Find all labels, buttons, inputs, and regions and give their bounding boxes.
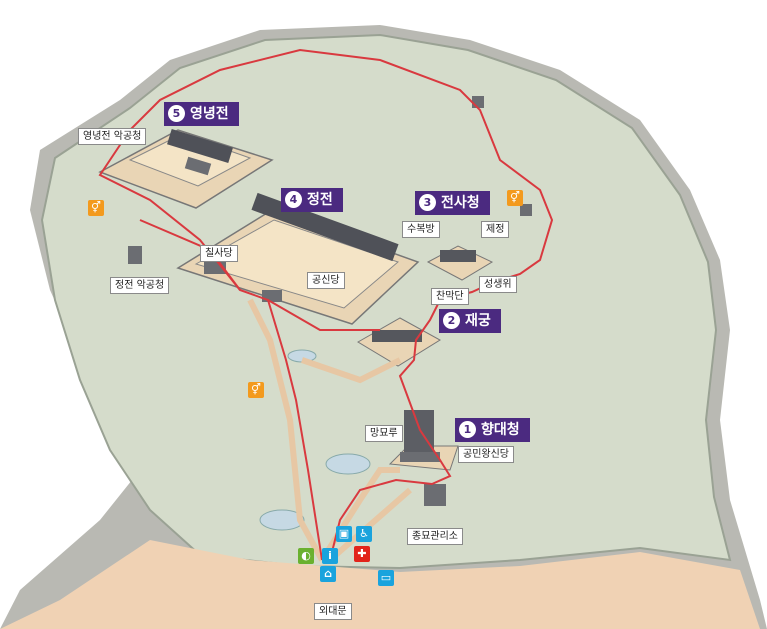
building-jongmyo-office (424, 484, 446, 506)
pond-2 (325, 453, 371, 475)
zone-label-hyangdaecheong[interactable]: 1 향대청 (455, 418, 530, 442)
building-gate-east (472, 96, 484, 108)
zone-name: 영녕전 (190, 106, 229, 122)
label-seongsaengwi[interactable]: 성생위 (479, 276, 517, 293)
walk-paths (247, 298, 412, 563)
label-gongsindang[interactable]: 공신당 (307, 272, 345, 289)
jeonsacheong-compound (426, 245, 494, 281)
zone-name: 향대청 (481, 422, 520, 438)
building-jejeong (520, 204, 532, 216)
restroom-icon[interactable]: ⚥ (248, 382, 264, 398)
information-center-icon[interactable]: ⌂ (320, 566, 336, 582)
first-aid-icon[interactable]: ✚ (354, 546, 370, 562)
label-chanmakdan[interactable]: 찬막단 (431, 288, 469, 305)
zone-label-jeongjeon[interactable]: 4 정전 (281, 188, 343, 212)
label-oedaemun[interactable]: 외대문 (314, 603, 352, 620)
label-jejeong[interactable]: 제정 (481, 221, 510, 238)
restroom-icon[interactable]: ⚥ (507, 190, 523, 206)
label-yeongnyeongjeon-akgongcheong[interactable]: 영녕전 악공청 (78, 128, 147, 145)
ticket-icon[interactable]: ▭ (378, 570, 394, 586)
label-chilsadang[interactable]: 칠사당 (200, 245, 238, 262)
zone-name: 전사청 (441, 195, 480, 211)
label-jeongjeon-akgongcheong[interactable]: 정전 악공청 (110, 277, 170, 294)
zone-number: 3 (419, 194, 436, 211)
zone-label-jaegung[interactable]: 2 재궁 (439, 309, 501, 333)
zone-number: 4 (285, 191, 302, 208)
pond-3 (259, 509, 305, 531)
zone-name: 정전 (307, 192, 333, 208)
zone-number: 2 (443, 312, 460, 329)
zone-number: 5 (168, 105, 185, 122)
locker-icon[interactable]: ▣ (336, 526, 352, 542)
label-jongmyo-office[interactable]: 종묘관리소 (407, 528, 463, 545)
zone-number: 1 (459, 421, 476, 438)
label-subokbang[interactable]: 수복방 (402, 221, 440, 238)
stroller-icon[interactable]: ◐ (298, 548, 314, 564)
zone-name: 재궁 (465, 313, 491, 329)
information-icon[interactable]: i (322, 548, 338, 564)
label-gongminwangsindang[interactable]: 공민왕신당 (458, 446, 514, 463)
zone-label-yeongnyeongjeon[interactable]: 5 영녕전 (164, 102, 239, 126)
zone-label-jeonsacheong[interactable]: 3 전사청 (415, 191, 490, 215)
label-mangmyoru[interactable]: 망묘루 (365, 425, 403, 442)
restroom-icon[interactable]: ⚥ (88, 200, 104, 216)
wheelchair-icon[interactable]: ♿ (356, 526, 372, 542)
building-jeongjeon-akgong (128, 246, 142, 264)
jaegung-compound (357, 317, 441, 367)
yeongnyeongjeon-compound (98, 128, 274, 209)
